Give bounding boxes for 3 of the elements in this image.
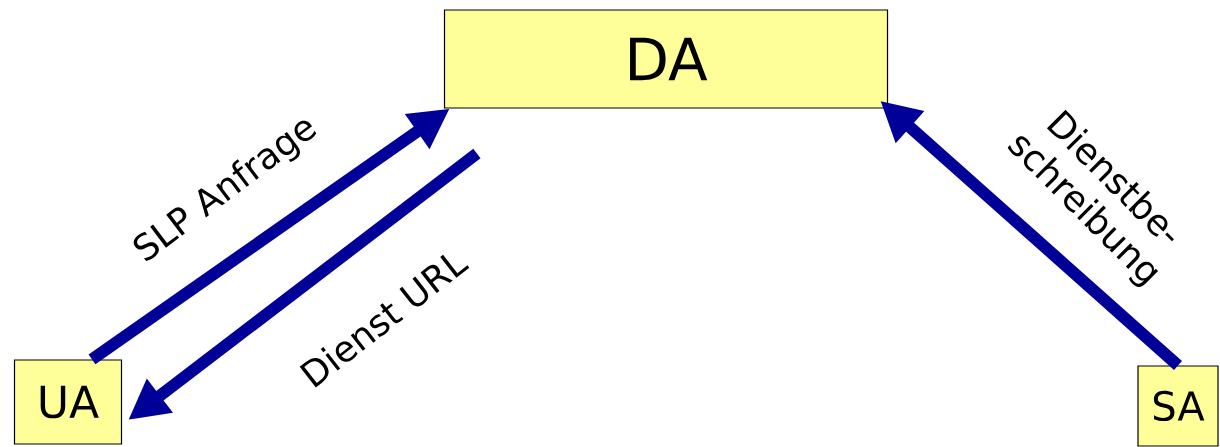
agent-box: DA (443, 9, 889, 109)
agent-box: SA (1137, 365, 1219, 447)
agent-box: UA (13, 359, 123, 445)
